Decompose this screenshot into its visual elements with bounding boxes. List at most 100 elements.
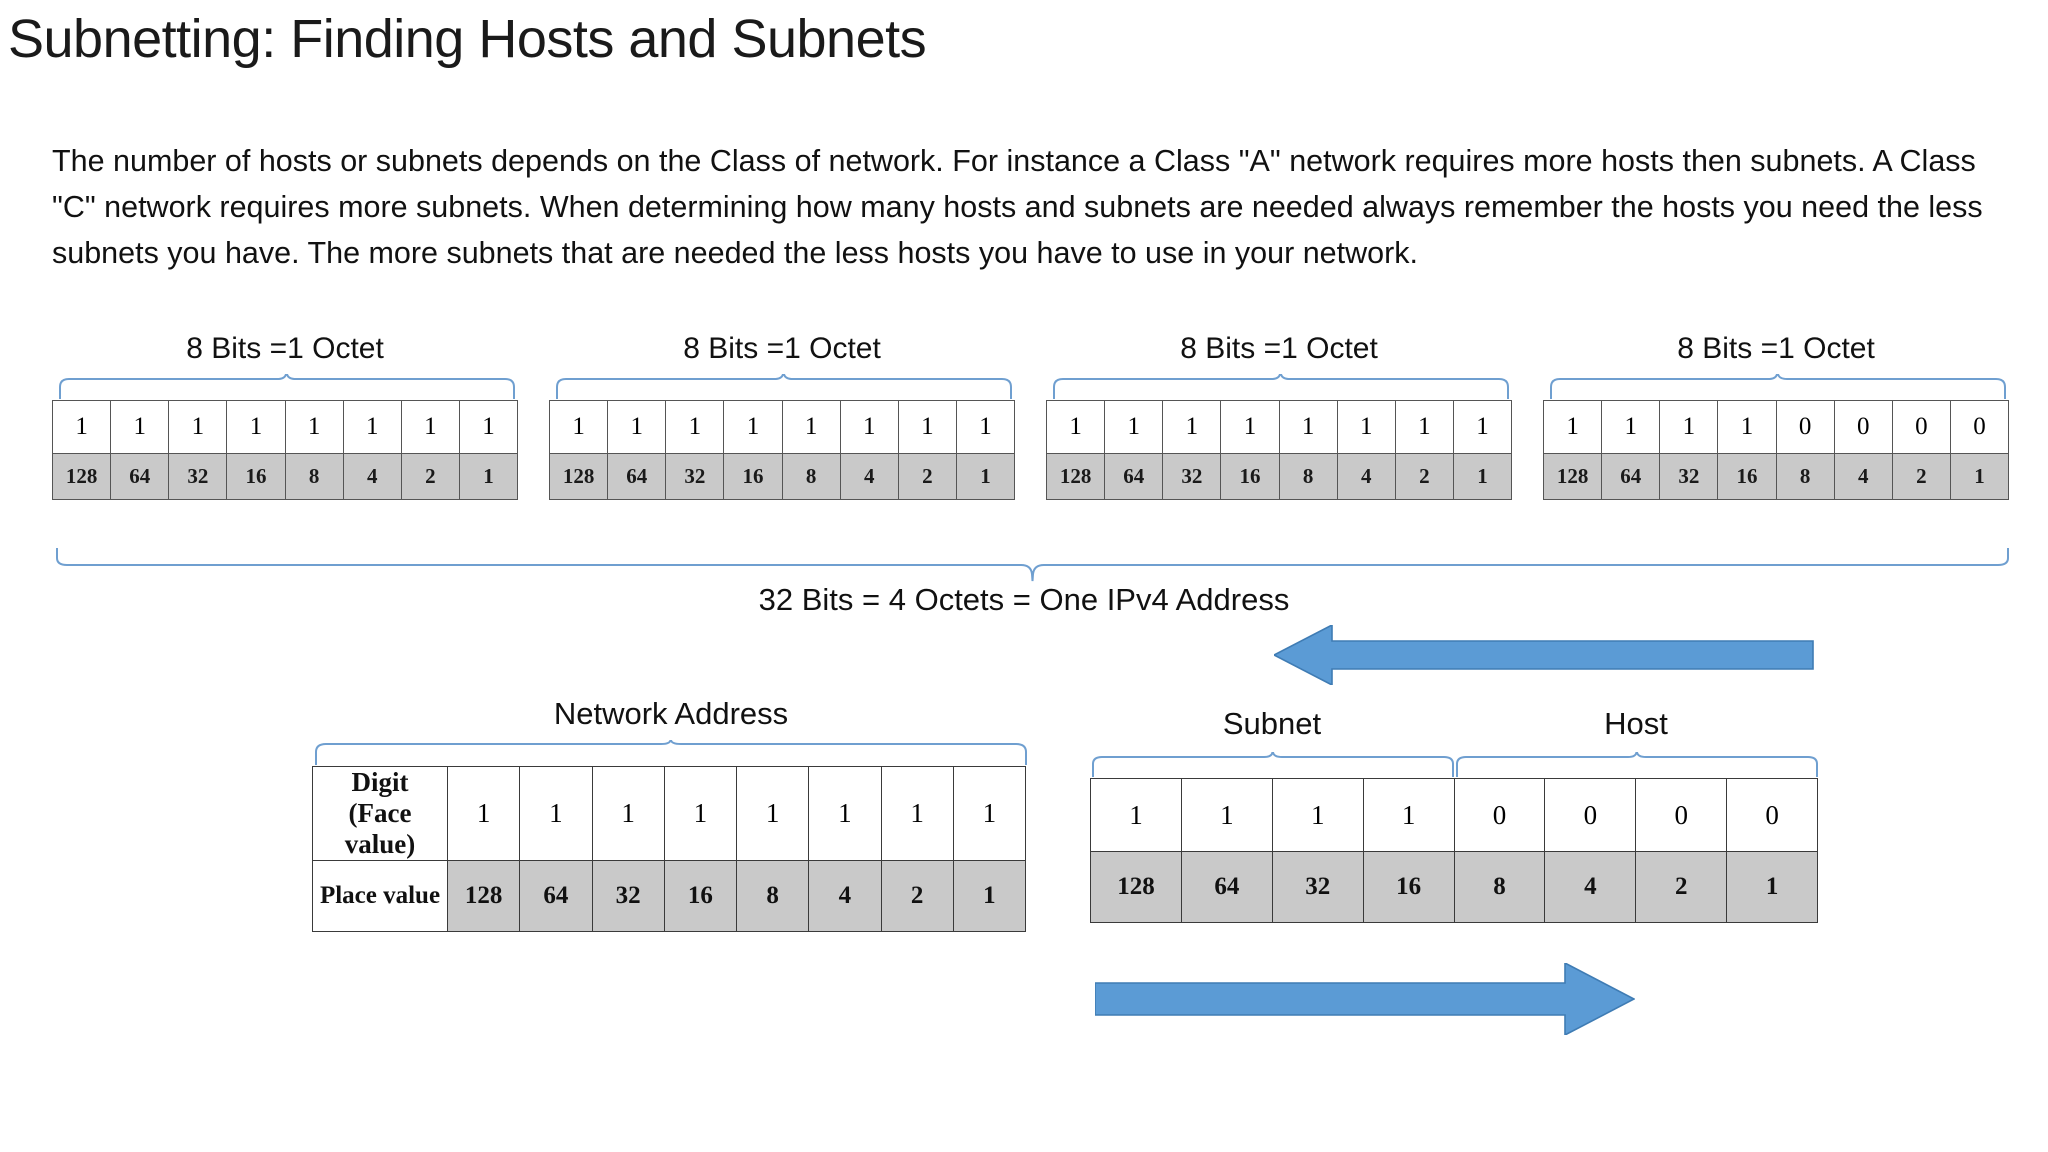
place-value-cell: 1: [1452, 453, 1513, 500]
place-value-cell: 32: [591, 860, 665, 933]
octet-caption-4: 8 Bits =1 Octet: [1677, 332, 1875, 365]
digit-cell: 1: [1278, 400, 1338, 454]
place-value-cell: 8: [1453, 851, 1546, 923]
digit-cell: 1: [1336, 400, 1396, 454]
digit-cell: 1: [781, 400, 841, 454]
digit-cell: 1: [446, 765, 521, 862]
digit-cell: 1: [1394, 400, 1454, 454]
digit-cell: 1: [1717, 400, 1777, 454]
digit-cell: 1: [458, 400, 519, 454]
place-value-cell: 64: [519, 860, 593, 933]
place-value-cell: 16: [1362, 851, 1455, 923]
digit-cell: 1: [51, 400, 112, 454]
place-value-cell: 16: [723, 453, 783, 500]
digit-cell: 1: [226, 400, 286, 454]
octet-brace-3: [1052, 374, 1510, 400]
host-brace: [1456, 751, 1818, 783]
subnet-brace: [1092, 751, 1454, 783]
digit-cell: 1: [880, 765, 954, 862]
place-value-cell: 16: [1220, 453, 1280, 500]
place-value-cell: 32: [1271, 851, 1364, 923]
full-address-brace: [55, 548, 2010, 582]
digit-cell: 1: [839, 400, 899, 454]
digit-cell: 1: [1271, 778, 1364, 852]
digit-cell: 0: [1891, 400, 1951, 454]
place-value-cell: 4: [342, 453, 402, 500]
network-address-brace: [314, 739, 1028, 771]
place-value-cell: 32: [1162, 453, 1222, 500]
host-label: Host: [1604, 706, 1668, 741]
place-value-cell: 1: [1949, 453, 2010, 500]
octet-caption-3: 8 Bits =1 Octet: [1180, 332, 1378, 365]
network-address-label: Network Address: [553, 696, 789, 731]
place-value-cell: 16: [226, 453, 286, 500]
digit-cell: 1: [1362, 778, 1455, 852]
digit-cell: 1: [1090, 778, 1182, 852]
left-arrow-icon: [1272, 623, 1814, 690]
place-value-cell: 2: [400, 453, 460, 500]
place-value-cell: 1: [952, 860, 1027, 933]
digit-cell: 1: [400, 400, 460, 454]
place-value-cell: 32: [168, 453, 228, 500]
place-value-cell: 128: [1090, 851, 1182, 923]
place-value-cell: 128: [548, 453, 609, 500]
address-caption: 32 Bits = 4 Octets = One IPv4 Address: [758, 582, 1290, 617]
place-value-cell: 8: [1278, 453, 1338, 500]
place-value-cell: 128: [1045, 453, 1106, 500]
place-value-cell: 1: [458, 453, 519, 500]
octet-caption-2: 8 Bits =1 Octet: [683, 332, 881, 365]
place-value-cell: 8: [1775, 453, 1835, 500]
digit-cell: 0: [1775, 400, 1835, 454]
place-value-cell: 4: [808, 860, 882, 933]
digit-cell: 1: [1104, 400, 1164, 454]
octet-brace-2: [555, 374, 1013, 400]
octet-brace-4: [1549, 374, 2007, 400]
place-value-cell: 64: [110, 453, 170, 500]
digit-cell: 1: [1659, 400, 1719, 454]
place-value-cell: 128: [51, 453, 112, 500]
row-header-place-value: Place value: [312, 860, 448, 933]
digit-cell: 1: [110, 400, 170, 454]
digit-cell: 1: [342, 400, 402, 454]
place-value-cell: 16: [1717, 453, 1777, 500]
digit-cell: 1: [723, 400, 783, 454]
digit-cell: 1: [735, 765, 810, 862]
place-value-cell: 4: [1336, 453, 1396, 500]
digit-cell: 1: [548, 400, 609, 454]
digit-cell: 0: [1635, 778, 1728, 852]
octet-brace-1: [58, 374, 516, 400]
digit-cell: 0: [1544, 778, 1637, 852]
place-value-cell: 1: [955, 453, 1016, 500]
place-value-cell: 2: [1635, 851, 1728, 923]
digit-cell: 0: [1833, 400, 1893, 454]
place-value-cell: 32: [665, 453, 725, 500]
digit-cell: 1: [952, 765, 1027, 862]
digit-cell: 0: [1726, 778, 1818, 852]
place-value-cell: 8: [284, 453, 344, 500]
place-value-cell: 4: [1544, 851, 1637, 923]
right-arrow-icon: [1094, 961, 1636, 1040]
digit-cell: 1: [1045, 400, 1106, 454]
place-value-cell: 1: [1726, 851, 1818, 923]
digit-cell: 0: [1949, 400, 2010, 454]
place-value-cell: 4: [839, 453, 899, 500]
